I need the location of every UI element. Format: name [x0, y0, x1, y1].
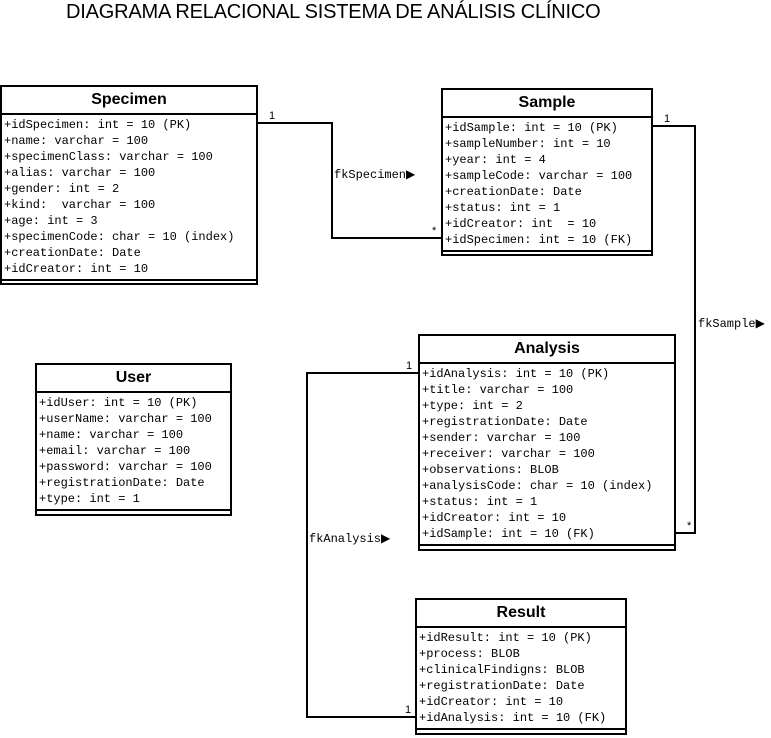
attribute: +title: varchar = 100 — [422, 383, 574, 397]
attribute: +password: varchar = 100 — [39, 460, 212, 474]
attribute: +creationDate: Date — [4, 246, 141, 260]
fkspecimen-to-multiplicity: * — [432, 225, 437, 237]
direction-arrow-icon: ▶ — [406, 168, 416, 182]
fkspecimen-label: fkSpecimen▶ — [334, 168, 416, 182]
entity-title: Result — [417, 600, 625, 628]
direction-arrow-icon: ▶ — [755, 317, 765, 331]
operations-compartment — [443, 252, 651, 260]
attribute: +clinicalFindigns: BLOB — [419, 663, 585, 677]
attribute: +gender: int = 2 — [4, 182, 120, 196]
fksample-from-multiplicity: 1 — [664, 113, 671, 125]
fkspecimen-line — [257, 122, 442, 239]
attribute: +email: varchar = 100 — [39, 444, 191, 458]
entity-sample: Sample +idSample: int = 10 (PK) +sampleN… — [441, 88, 653, 256]
attribute: +specimenCode: char = 10 (index) — [4, 230, 235, 244]
entity-result: Result +idResult: int = 10 (PK) +process… — [415, 598, 627, 735]
fkspecimen-from-multiplicity: 1 — [269, 110, 276, 122]
attribute: +name: varchar = 100 — [39, 428, 184, 442]
attribute: +idCreator: int = 10 — [419, 695, 564, 709]
attribute: +year: int = 4 — [445, 153, 546, 167]
attribute-list: +idSample: int = 10 (PK) +sampleNumber: … — [443, 118, 651, 252]
fksample-label: fkSample▶ — [698, 317, 765, 331]
attribute: +idSpecimen: int = 10 (PK) — [4, 118, 192, 132]
direction-arrow-icon: ▶ — [381, 532, 391, 546]
attribute: +observations: BLOB — [422, 463, 559, 477]
attribute-list: +idAnalysis: int = 10 (PK) +title: varch… — [420, 364, 674, 546]
attribute: +kind: varchar = 100 — [4, 198, 156, 212]
attribute: +status: int = 1 — [422, 495, 538, 509]
attribute: +idSample: int = 10 (FK) — [422, 527, 595, 541]
attribute: +sampleCode: varchar = 100 — [445, 169, 633, 183]
attribute: +idAnalysis: int = 10 (PK) — [422, 367, 610, 381]
fkanalysis-from-multiplicity: 1 — [406, 360, 413, 372]
attribute: +userName: varchar = 100 — [39, 412, 212, 426]
operations-compartment — [2, 281, 256, 289]
entity-title: Analysis — [420, 336, 674, 364]
attribute-list: +idSpecimen: int = 10 (PK) +name: varcha… — [2, 115, 256, 281]
attribute: +idCreator: int = 10 — [445, 217, 597, 231]
attribute: +status: int = 1 — [445, 201, 561, 215]
attribute: +idCreator: int = 10 — [422, 511, 567, 525]
entity-title: User — [37, 365, 230, 393]
fkanalysis-line — [306, 372, 418, 718]
fkanalysis-label: fkAnalysis▶ — [309, 532, 391, 546]
attribute: +alias: varchar = 100 — [4, 166, 156, 180]
attribute: +receiver: varchar = 100 — [422, 447, 595, 461]
fksample-line — [652, 125, 696, 534]
attribute-list: +idResult: int = 10 (PK) +process: BLOB … — [417, 628, 625, 730]
entity-specimen: Specimen +idSpecimen: int = 10 (PK) +nam… — [0, 85, 258, 285]
attribute: +analysisCode: char = 10 (index) — [422, 479, 653, 493]
attribute: +specimenClass: varchar = 100 — [4, 150, 213, 164]
entity-user: User +idUser: int = 10 (PK) +userName: v… — [35, 363, 232, 516]
attribute: +age: int = 3 — [4, 214, 98, 228]
diagram-title: DIAGRAMA RELACIONAL SISTEMA DE ANÁLISIS … — [66, 1, 601, 23]
attribute: +process: BLOB — [419, 647, 520, 661]
attribute: +idSpecimen: int = 10 (FK) — [445, 233, 633, 247]
attribute: +creationDate: Date — [445, 185, 582, 199]
entity-title: Sample — [443, 90, 651, 118]
attribute: +registrationDate: Date — [39, 476, 205, 490]
attribute: +registrationDate: Date — [419, 679, 585, 693]
entity-title: Specimen — [2, 87, 256, 115]
attribute: +idResult: int = 10 (PK) — [419, 631, 592, 645]
attribute: +idCreator: int = 10 — [4, 262, 149, 276]
attribute: +name: varchar = 100 — [4, 134, 149, 148]
attribute: +sender: varchar = 100 — [422, 431, 581, 445]
entity-analysis: Analysis +idAnalysis: int = 10 (PK) +tit… — [418, 334, 676, 551]
fkanalysis-to-multiplicity: 1 — [405, 704, 412, 716]
attribute: +idSample: int = 10 (PK) — [445, 121, 618, 135]
attribute: +type: int = 2 — [422, 399, 523, 413]
operations-compartment — [37, 511, 230, 519]
attribute: +type: int = 1 — [39, 492, 140, 506]
attribute: +sampleNumber: int = 10 — [445, 137, 611, 151]
attribute-list: +idUser: int = 10 (PK) +userName: varcha… — [37, 393, 230, 511]
fksample-to-multiplicity: * — [687, 520, 692, 532]
attribute: +idUser: int = 10 (PK) — [39, 396, 198, 410]
attribute: +idAnalysis: int = 10 (FK) — [419, 711, 607, 725]
operations-compartment — [420, 546, 674, 554]
attribute: +registrationDate: Date — [422, 415, 588, 429]
